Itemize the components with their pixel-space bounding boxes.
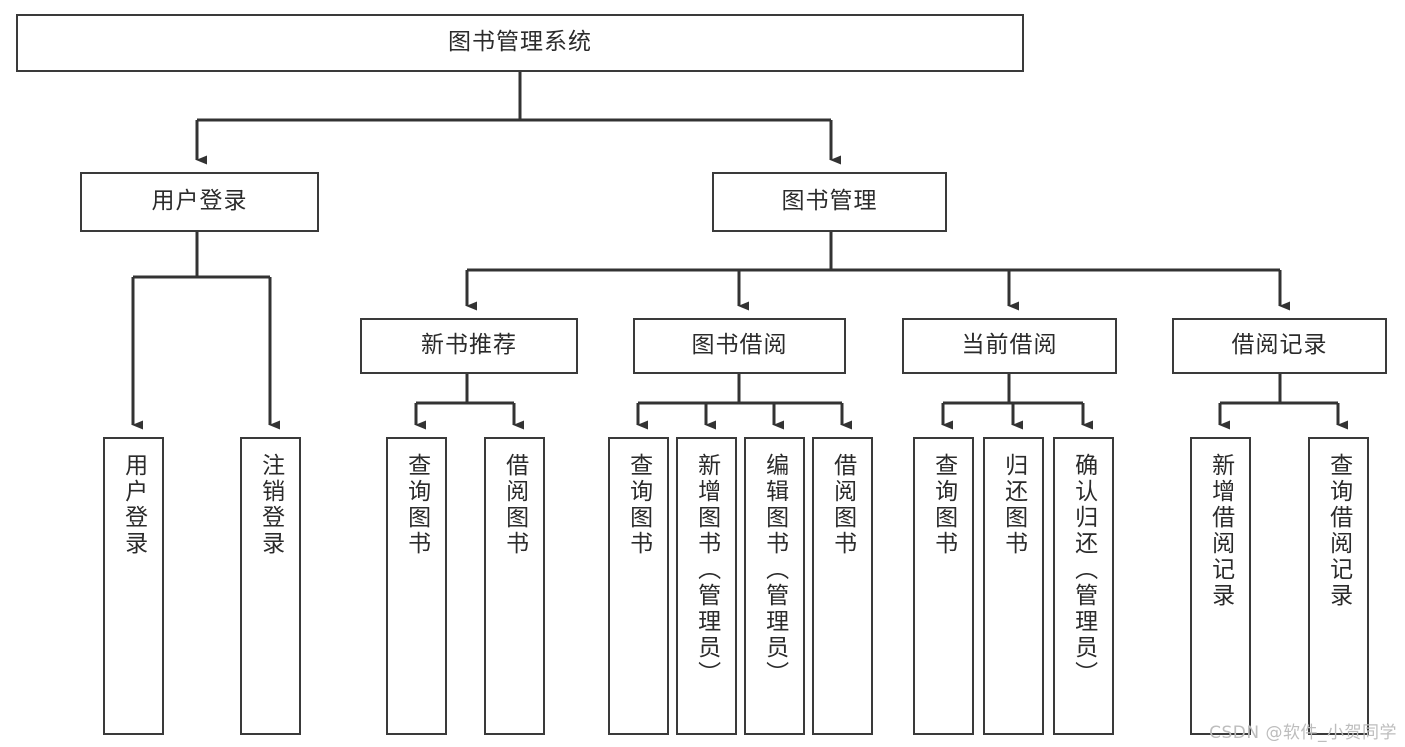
node-leaf-query-record[interactable]: 查询借阅记录 [1308, 437, 1369, 735]
node-leaf-add-record[interactable]: 新增借阅记录 [1190, 437, 1251, 735]
node-root[interactable]: 图书管理系统 [16, 14, 1024, 72]
node-leaf-add-book-label: 新增图书（管理员） [693, 453, 720, 687]
node-leaf-query-book-2-label: 查询图书 [625, 453, 652, 557]
node-borrow-record[interactable]: 借阅记录 [1172, 318, 1387, 374]
edges-book-borrow-to-leaves [636, 374, 852, 430]
node-leaf-query-book-3[interactable]: 查询图书 [913, 437, 974, 735]
node-leaf-borrow-book-2-label: 借阅图书 [829, 453, 856, 557]
node-book-borrow-label: 图书借阅 [691, 332, 788, 359]
node-leaf-logout-login[interactable]: 注销登录 [240, 437, 301, 735]
node-leaf-add-book[interactable]: 新增图书（管理员） [676, 437, 737, 735]
csdn-watermark: CSDN @软件_小贺同学 [1209, 723, 1397, 743]
node-leaf-edit-book-label: 编辑图书（管理员） [761, 453, 788, 687]
node-new-book-recommend-label: 新书推荐 [421, 332, 517, 359]
node-user-login-label: 用户登录 [151, 188, 248, 215]
node-leaf-query-book-3-label: 查询图书 [930, 453, 957, 557]
node-leaf-logout-login-label: 注销登录 [257, 453, 284, 557]
node-leaf-edit-book[interactable]: 编辑图书（管理员） [744, 437, 805, 735]
edges-root-to-level2 [195, 72, 841, 165]
node-leaf-borrow-book-1[interactable]: 借阅图书 [484, 437, 545, 735]
node-current-borrow[interactable]: 当前借阅 [902, 318, 1117, 374]
node-book-manage-label: 图书管理 [781, 188, 878, 215]
node-leaf-query-record-label: 查询借阅记录 [1325, 453, 1352, 609]
node-book-manage[interactable]: 图书管理 [712, 172, 947, 232]
node-leaf-query-book-1-label: 查询图书 [403, 453, 430, 557]
node-book-borrow[interactable]: 图书借阅 [633, 318, 846, 374]
node-leaf-borrow-book-1-label: 借阅图书 [501, 453, 528, 557]
node-leaf-query-book-2[interactable]: 查询图书 [608, 437, 669, 735]
edges-new-book-recommend-to-leaves [414, 374, 524, 430]
edges-user-login-to-leaves [131, 232, 280, 430]
node-leaf-query-book-1[interactable]: 查询图书 [386, 437, 447, 735]
node-current-borrow-label: 当前借阅 [961, 332, 1058, 359]
edges-current-borrow-to-leaves [941, 374, 1093, 430]
node-leaf-confirm-return-label: 确认归还（管理员） [1070, 453, 1097, 687]
node-leaf-return-book-label: 归还图书 [1000, 453, 1027, 557]
node-leaf-user-login-label: 用户登录 [120, 453, 147, 557]
node-new-book-recommend[interactable]: 新书推荐 [360, 318, 578, 374]
node-leaf-user-login[interactable]: 用户登录 [103, 437, 164, 735]
node-leaf-confirm-return[interactable]: 确认归还（管理员） [1053, 437, 1114, 735]
node-leaf-add-record-label: 新增借阅记录 [1207, 453, 1234, 609]
node-leaf-return-book[interactable]: 归还图书 [983, 437, 1044, 735]
node-user-login[interactable]: 用户登录 [80, 172, 319, 232]
edges-borrow-record-to-leaves [1218, 374, 1348, 430]
node-leaf-borrow-book-2[interactable]: 借阅图书 [812, 437, 873, 735]
node-root-label: 图书管理系统 [448, 29, 592, 56]
edges-book-manage-to-level3 [465, 232, 1290, 311]
node-borrow-record-label: 借阅记录 [1231, 332, 1328, 359]
